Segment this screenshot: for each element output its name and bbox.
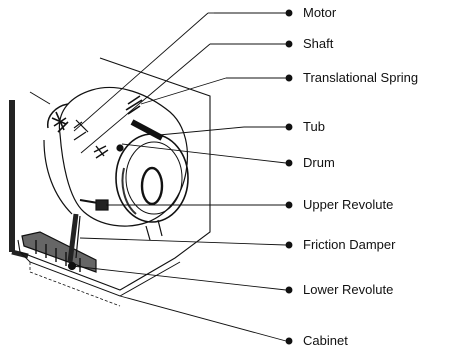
spring-right-top (126, 96, 142, 114)
tub-top-bar (132, 122, 162, 138)
leader-dot-upper-revolute (286, 202, 292, 208)
cabinet-right-feet (146, 220, 162, 240)
label-friction-damper: Friction Damper (303, 237, 395, 253)
leader-line-tub (159, 127, 244, 135)
leader-dot-cabinet (286, 338, 292, 344)
tub-rear-shell (44, 140, 72, 214)
leader-line-friction-damper (80, 238, 286, 245)
leader-line-drum (122, 144, 286, 163)
spring-center (94, 146, 108, 158)
leader-line-shaft (81, 44, 210, 153)
label-lower-revolute: Lower Revolute (303, 282, 393, 298)
leader-dot-tub (286, 124, 292, 130)
cabinet-top-left-edge (30, 92, 50, 104)
label-tub: Tub (303, 119, 325, 135)
leader-dot-drum (286, 160, 292, 166)
label-motor: Motor (303, 5, 336, 21)
label-upper-revolute: Upper Revolute (303, 197, 393, 213)
leader-dot-friction-damper (286, 242, 292, 248)
leader-line-motor (74, 13, 208, 131)
leader-dot-motor (286, 10, 292, 16)
label-translational-spring: Translational Spring (303, 70, 418, 86)
spring-left (52, 112, 68, 132)
leader-line-lower-revolute (72, 266, 286, 290)
leader-dot-shaft (286, 41, 292, 47)
washing-machine-illustration (12, 58, 210, 306)
spring-link (76, 120, 88, 132)
label-drum: Drum (303, 155, 335, 171)
label-shaft: Shaft (303, 36, 333, 52)
cabinet-base-edge (20, 252, 180, 296)
leader-dot-spring (286, 75, 292, 81)
label-cabinet: Cabinet (303, 333, 348, 349)
shaft-hub (117, 145, 123, 151)
leader-line-cabinet (120, 296, 286, 341)
leader-dot-lower-revolute (286, 287, 292, 293)
drum-opening (142, 168, 162, 204)
cabinet-outline (18, 58, 210, 290)
